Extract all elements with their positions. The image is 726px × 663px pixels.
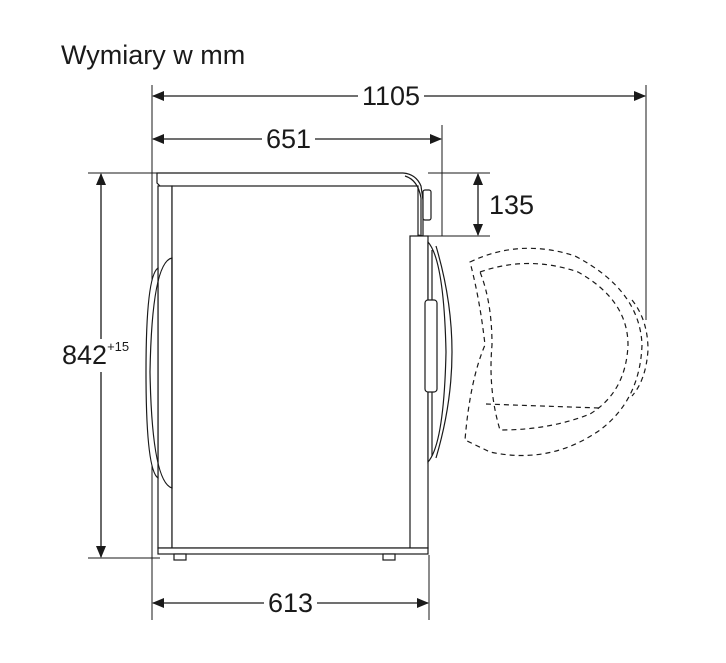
dryer-foot-left — [173, 553, 187, 561]
dimension-value-613: 613 — [268, 588, 314, 618]
dimension-label-651: 651 — [262, 124, 316, 154]
dimension-label-1105: 1105 — [358, 81, 425, 111]
dryer-body — [156, 172, 432, 561]
dimension-label-842: 842+15 — [62, 339, 130, 372]
dryer-door-closed — [424, 240, 453, 464]
page-title: Wymiary w mm — [61, 40, 246, 70]
dimension-value-842: 842 — [62, 340, 108, 370]
door-hinge-top — [424, 299, 438, 393]
dryer-door-open — [464, 247, 649, 457]
dryer-control-knob — [422, 189, 432, 221]
dryer-main-body — [171, 185, 419, 549]
dimension-value-1105: 1105 — [362, 81, 421, 111]
dimension-tolerance-842: +15 — [107, 339, 130, 354]
dimension-label-613: 613 — [264, 588, 318, 618]
dimension-label-135: 135 — [489, 192, 534, 219]
dryer-front-strip — [409, 235, 429, 549]
dryer-rear-panel — [157, 185, 173, 549]
dimension-value-135: 135 — [489, 190, 535, 220]
dryer-foot-right — [382, 553, 396, 561]
dryer-worktop-edge — [404, 175, 422, 236]
dryer-rear-hump — [145, 257, 173, 489]
dryer-base — [157, 547, 429, 555]
dimension-value-651: 651 — [266, 124, 312, 154]
